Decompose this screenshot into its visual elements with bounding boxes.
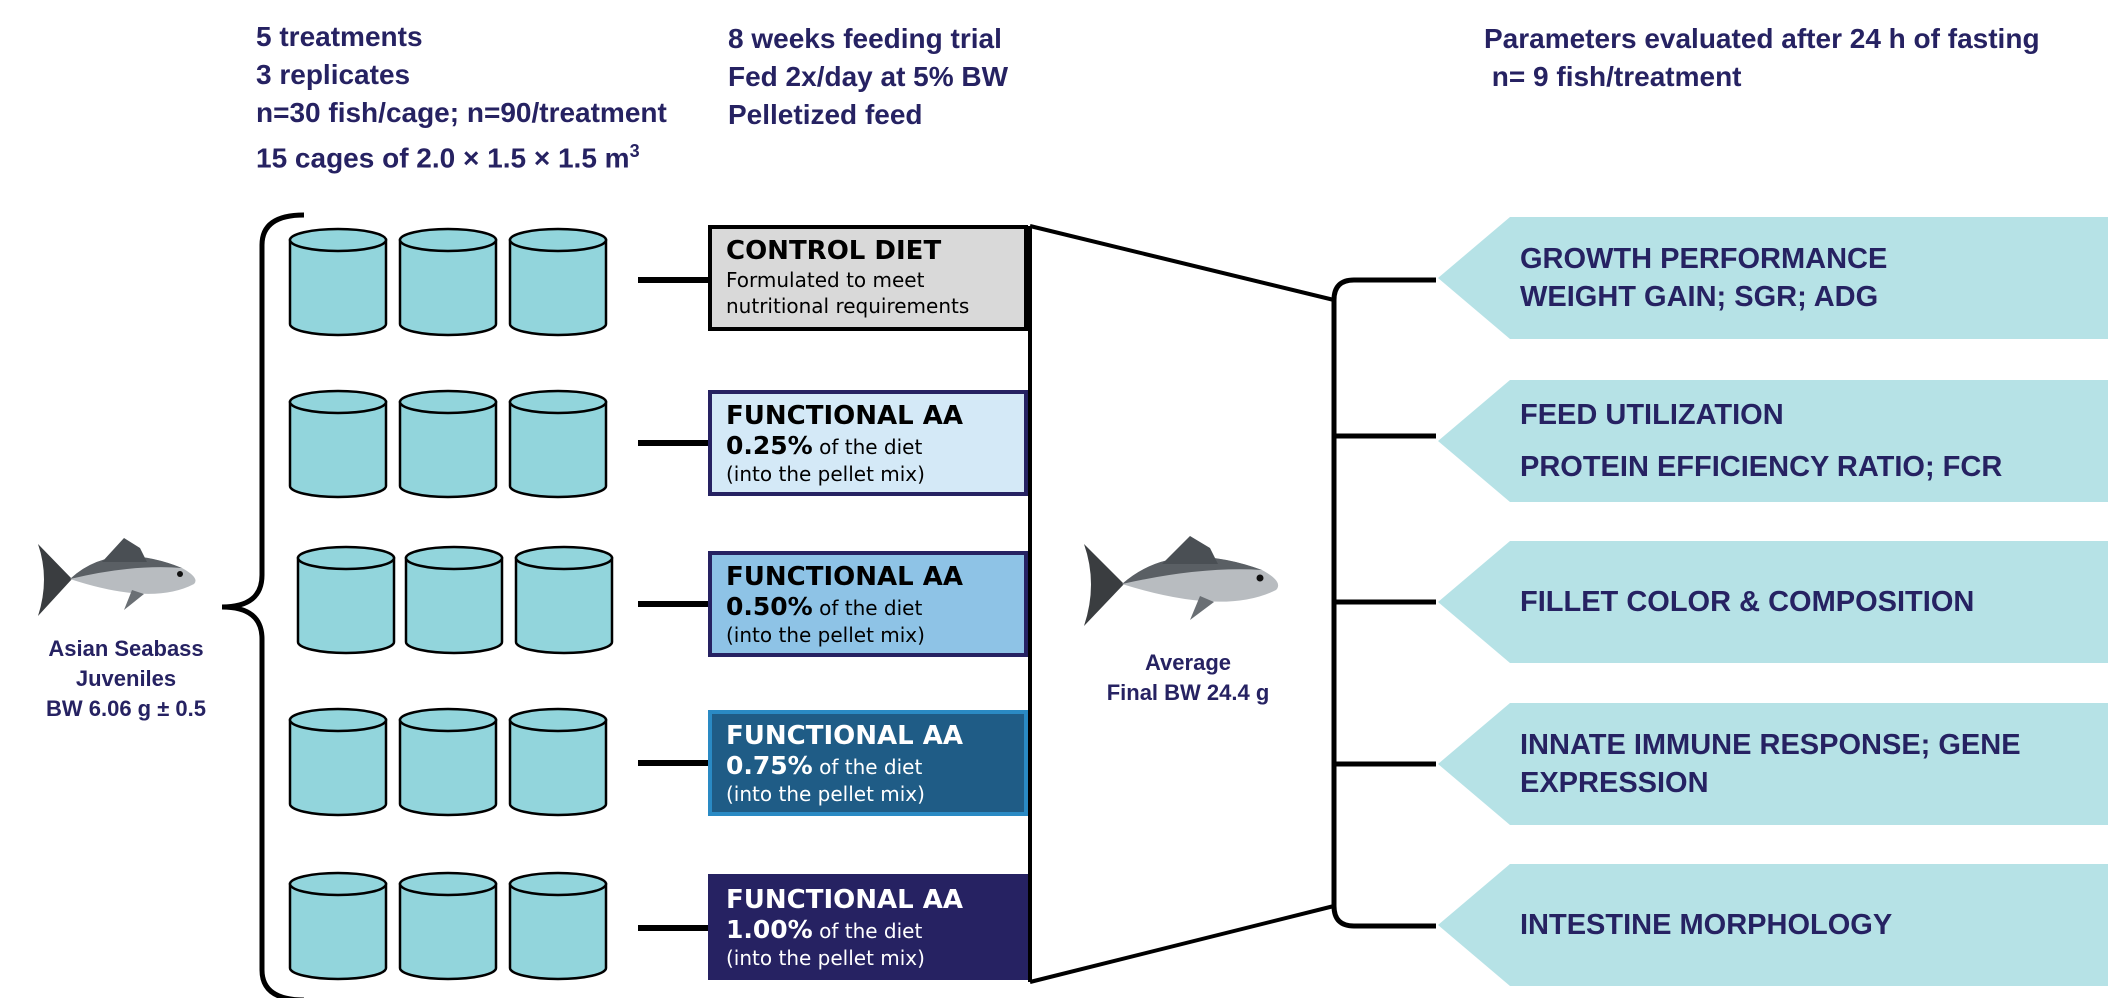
- diet-dose: 0.25% of the diet: [726, 431, 923, 460]
- cage-group-brace: [221, 212, 305, 998]
- cage-icon: [508, 871, 608, 981]
- funnel-bottom-edge: [1029, 904, 1335, 984]
- arrow-shape: [1438, 703, 2108, 825]
- parameter-bracket: [1331, 277, 1436, 929]
- design-summary: 5 treatments 3 replicates n=30 fish/cage…: [256, 18, 667, 177]
- arrow-shape: [1438, 217, 2108, 339]
- diet-box-025: FUNCTIONAL AA 0.25% of the diet (into th…: [708, 390, 1028, 496]
- cage-icon: [508, 227, 608, 337]
- cage-icon: [508, 707, 608, 817]
- start-fish-caption: Asian Seabass Juveniles BW 6.06 g ± 0.5: [16, 634, 236, 724]
- arrow-shape: [1438, 380, 2108, 502]
- funnel-top-edge: [1029, 224, 1335, 302]
- parameter-intestine: INTESTINE MORPHOLOGY: [1438, 864, 2108, 986]
- parameter-label: FILLET COLOR & COMPOSITION: [1520, 586, 1975, 618]
- diet-description: Formulated to meet: [726, 268, 925, 292]
- cage-icon: [514, 545, 614, 655]
- cage-icon: [508, 389, 608, 499]
- evaluation-summary: Parameters evaluated after 24 h of fasti…: [1484, 20, 2040, 96]
- final-fish-icon: [1084, 536, 1279, 626]
- parameter-label: INTESTINE MORPHOLOGY: [1520, 909, 1893, 941]
- initial-weight-label: BW 6.06 g ± 0.5: [45, 696, 206, 721]
- diet-description: nutritional requirements: [726, 294, 970, 318]
- diet-box-050: FUNCTIONAL AA 0.50% of the diet (into th…: [708, 551, 1028, 657]
- cage-icon: [288, 871, 388, 981]
- start-fish-icon: [38, 538, 196, 616]
- feeding-summary: 8 weeks feeding trial Fed 2x/day at 5% B…: [728, 20, 1008, 134]
- diet-title: CONTROL DIET: [726, 236, 942, 266]
- cage-icon: [296, 545, 396, 655]
- species-label: Asian Seabass: [48, 636, 204, 661]
- arrow-shape: [1438, 541, 2108, 663]
- diet-box-075: FUNCTIONAL AA 0.75% of the diet (into th…: [708, 710, 1028, 816]
- treatments-text: 5 treatments: [256, 21, 423, 52]
- cage-icon: [404, 545, 504, 655]
- diet-note: (into the pellet mix): [726, 946, 925, 970]
- sample-size-text: n= 9 fish/treatment: [1484, 61, 1742, 92]
- cage-icon: [398, 871, 498, 981]
- cage-icon: [288, 707, 388, 817]
- replicates-text: 3 replicates: [256, 59, 411, 90]
- trial-duration-text: 8 weeks feeding trial: [728, 23, 1002, 54]
- feed-type-text: Pelletized feed: [728, 99, 923, 130]
- evaluation-text: Parameters evaluated after 24 h of fasti…: [1484, 23, 2040, 54]
- stage-label: Juveniles: [75, 666, 177, 691]
- diet-dose: 1.00% of the diet: [726, 915, 923, 944]
- diet-box-100: FUNCTIONAL AA 1.00% of the diet (into th…: [708, 874, 1028, 980]
- feeding-rate-text: Fed 2x/day at 5% BW: [728, 61, 1009, 92]
- diet-title: FUNCTIONAL AA: [726, 562, 963, 592]
- final-fish-caption: Average Final BW 24.4 g: [1088, 648, 1288, 708]
- cage-icon: [398, 389, 498, 499]
- average-label: Average: [1144, 650, 1231, 675]
- diet-note: (into the pellet mix): [726, 782, 925, 806]
- diet-note: (into the pellet mix): [726, 462, 925, 486]
- fish-count-text: n=30 fish/cage; n=90/treatment: [256, 97, 667, 128]
- cage-icon: [288, 227, 388, 337]
- diet-dose: 0.50% of the diet: [726, 592, 923, 621]
- cage-icon: [288, 389, 388, 499]
- cage-icon: [398, 227, 498, 337]
- diet-dose: 0.75% of the diet: [726, 751, 923, 780]
- diet-note: (into the pellet mix): [726, 623, 925, 647]
- cage-icon: [398, 707, 498, 817]
- parameter-fillet: FILLET COLOR & COMPOSITION: [1438, 541, 2108, 663]
- control-diet-box: CONTROL DIET Formulated to meet nutritio…: [708, 225, 1028, 331]
- diet-title: FUNCTIONAL AA: [726, 885, 963, 915]
- cage-size-text: 15 cages of 2.0 × 1.5 × 1.5 m3: [256, 141, 640, 174]
- diet-title: FUNCTIONAL AA: [726, 721, 963, 751]
- diet-title: FUNCTIONAL AA: [726, 401, 963, 431]
- arrow-shape: [1438, 864, 2108, 986]
- final-weight-label: Final BW 24.4 g: [1106, 680, 1270, 705]
